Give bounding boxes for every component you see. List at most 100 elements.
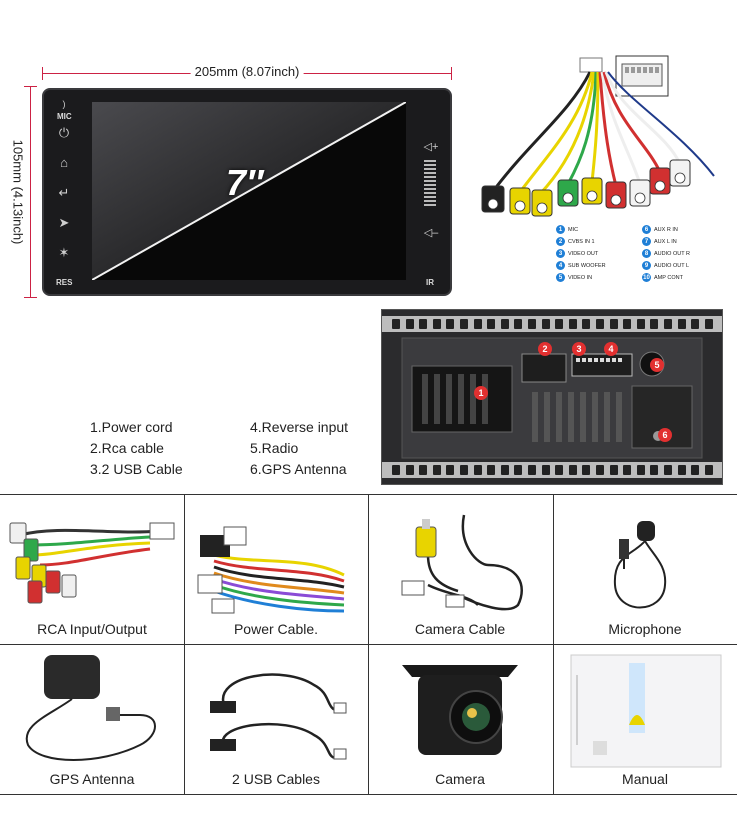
rail-slot xyxy=(460,319,468,329)
grid-divider xyxy=(0,794,737,795)
rail-slot xyxy=(392,465,400,475)
back-panel-top-rail xyxy=(382,316,722,332)
harness-legend-label: AUDIO OUT L xyxy=(654,262,690,269)
accessory-label: RCA Input/Output xyxy=(37,621,147,637)
harness-legend-number: 3 xyxy=(556,249,565,258)
accessory-power-cable: Power Cable. xyxy=(184,495,368,645)
rail-slot xyxy=(419,319,428,329)
home-icon: ⌂ xyxy=(60,155,68,170)
rail-slot xyxy=(609,319,618,329)
accessory-microphone: Microphone xyxy=(553,495,737,645)
rail-slot xyxy=(446,465,455,475)
ir-label: IR xyxy=(426,278,434,287)
back-icon: ↵ xyxy=(58,185,70,200)
harness-legend-number: 5 xyxy=(556,273,565,282)
rail-slot xyxy=(555,319,564,329)
harness-legend-label: VIDEO OUT xyxy=(568,250,599,257)
harness-legend-number: 9 xyxy=(642,261,651,270)
harness-legend-label: AMP CONT xyxy=(654,274,683,281)
accessory-manual: Manual xyxy=(553,645,737,795)
rail-slot xyxy=(419,465,428,475)
rail-slot xyxy=(432,465,441,475)
rail-slot xyxy=(514,319,523,329)
accessory-label: Microphone xyxy=(608,621,682,637)
volume-down-icon: ◁– xyxy=(423,227,439,239)
rail-slot xyxy=(528,319,536,329)
rail-slot xyxy=(582,465,591,475)
rail-slot xyxy=(609,465,618,475)
volume-up-icon: ◁+ xyxy=(423,141,439,153)
rail-slot xyxy=(500,465,509,475)
width-dimension: 205mm (8.07inch) xyxy=(42,62,452,84)
rail-slot xyxy=(691,319,700,329)
rail-slot xyxy=(405,465,414,475)
display-screen: 7″ xyxy=(92,102,406,280)
power-icon: ⏻ xyxy=(58,125,70,140)
rail-slot xyxy=(623,319,632,329)
screen-size-label: 7″ xyxy=(226,162,264,203)
rail-slot xyxy=(500,319,509,329)
rail-slot xyxy=(650,319,659,329)
back-marker-3: 3 xyxy=(572,342,586,356)
rail-slot xyxy=(596,319,604,329)
height-dimension: 105mm (4.13inch) xyxy=(4,86,37,298)
usb-cables-icon xyxy=(210,673,347,760)
mic-label: MIC xyxy=(57,112,72,121)
back-panel-bottom-rail xyxy=(382,462,722,478)
head-unit-front: MIC ) ⏻ ⌂ ↵ ➤ ✶ RES 7″ ◁+ ◁– IR xyxy=(42,88,452,296)
rail-slot xyxy=(650,465,659,475)
harness-legend-label: CVBS IN 1 xyxy=(568,238,595,245)
harness-legend-number: 6 xyxy=(642,225,651,234)
accessories-grid: RCA Input/Output Power Cable. xyxy=(0,494,737,794)
rail-slot xyxy=(704,465,713,475)
camera-cable-icon xyxy=(401,514,523,611)
rail-slot xyxy=(460,465,468,475)
res-label: RES xyxy=(56,278,73,287)
rail-slot xyxy=(555,465,564,475)
back-marker-4: 4 xyxy=(604,342,618,356)
rail-slot xyxy=(541,465,550,475)
harness-legend-number: 4 xyxy=(556,261,565,270)
harness-legend-number: 2 xyxy=(556,237,565,246)
volume-level-bars xyxy=(424,160,436,208)
harness-legend-label: AUX L IN xyxy=(654,238,677,245)
rail-slot xyxy=(473,319,482,329)
rail-slot xyxy=(636,319,645,329)
rail-slot xyxy=(473,465,482,475)
rail-slot xyxy=(704,319,713,329)
power-cable-icon xyxy=(197,526,345,614)
rail-slot xyxy=(596,465,604,475)
harness-legend-label: SUB WOOFER xyxy=(568,262,606,269)
accessory-camera: Camera xyxy=(368,645,552,795)
back-marker-1: 1 xyxy=(474,386,488,400)
harness-legend-label: VIDEO IN xyxy=(568,274,593,281)
bluetooth-icon: ✶ xyxy=(58,245,70,260)
rail-slot xyxy=(677,319,686,329)
camera-icon xyxy=(402,665,518,755)
harness-legend-number: 10 xyxy=(642,273,651,282)
accessory-gps-antenna: GPS Antenna xyxy=(0,645,184,795)
rail-slot xyxy=(487,319,496,329)
harness-legend-label: MIC xyxy=(568,226,579,233)
rail-slot xyxy=(432,319,441,329)
accessory-label: 2 USB Cables xyxy=(232,771,320,787)
rail-slot xyxy=(691,465,700,475)
harness-legend-number: 7 xyxy=(642,237,651,246)
mic-hole-icon: ) xyxy=(62,99,66,109)
rail-slot xyxy=(487,465,496,475)
accessory-label: Camera xyxy=(435,771,485,787)
rail-slot xyxy=(392,319,400,329)
accessory-camera-cable: Camera Cable xyxy=(368,495,552,645)
rail-slot xyxy=(446,319,455,329)
rail-slot xyxy=(541,319,550,329)
accessory-label: Manual xyxy=(622,771,668,787)
ports-list-item: 3.2 USB Cable xyxy=(90,461,183,477)
rail-slot xyxy=(405,319,414,329)
